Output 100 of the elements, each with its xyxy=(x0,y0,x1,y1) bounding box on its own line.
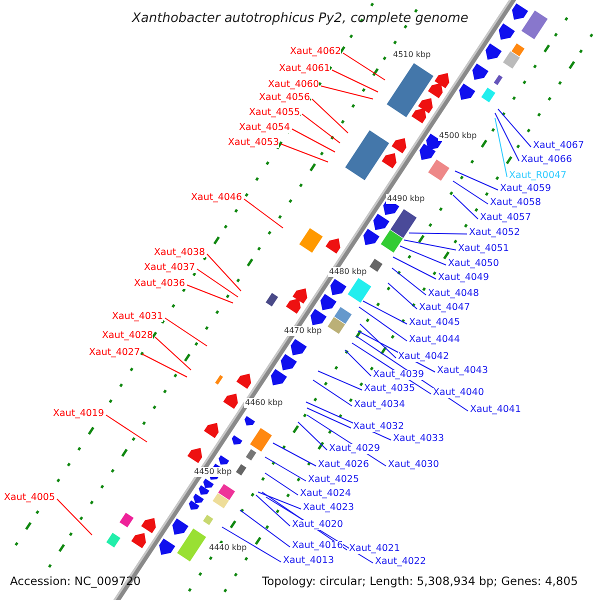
gene-label: Xaut_4043 xyxy=(437,366,488,376)
scale-label: 4470 kbp xyxy=(283,326,323,336)
leader-line xyxy=(452,194,478,220)
scale-label: 4490 kbp xyxy=(386,194,426,204)
leader-line xyxy=(240,510,290,548)
gene-label: Xaut_4059 xyxy=(500,184,552,194)
leader-line xyxy=(404,240,456,250)
leader-line xyxy=(400,246,446,266)
gene-label: Xaut_4019 xyxy=(53,409,104,418)
leader-line xyxy=(454,170,498,190)
leader-line xyxy=(142,354,188,378)
leader-line xyxy=(206,254,242,292)
gene-label: Xaut_4048 xyxy=(428,289,480,298)
leader-line xyxy=(408,232,468,234)
gene-label: Xaut_R0047 xyxy=(509,171,567,180)
leader-line xyxy=(318,370,362,390)
leader-line xyxy=(272,442,316,466)
leader-line xyxy=(344,350,372,376)
gene-label: Xaut_4024 xyxy=(300,489,352,498)
leader-line xyxy=(332,70,378,92)
leader-line xyxy=(312,380,352,406)
gene-label: Xaut_4040 xyxy=(433,388,484,398)
gene-label: Xaut_4029 xyxy=(329,444,380,454)
gene-label: Xaut_4026 xyxy=(318,460,370,470)
leader-line xyxy=(196,268,238,298)
accession-text: Accession: NC_009720 xyxy=(10,576,141,588)
leader-line xyxy=(362,300,408,324)
gene-label: Xaut_4050 xyxy=(448,259,500,268)
leader-line xyxy=(342,52,386,80)
leader-line xyxy=(494,112,520,162)
gene-label: Xaut_4035 xyxy=(364,384,416,394)
gene-label: Xaut_4051 xyxy=(458,244,510,254)
gene-label: Xaut_4062 xyxy=(290,47,342,56)
leader-line xyxy=(452,180,488,204)
leader-line xyxy=(306,408,352,428)
gene-label: Xaut_4030 xyxy=(388,460,440,470)
gene-label: Xaut_4039 xyxy=(373,370,424,380)
scale-label: 4450 kbp xyxy=(193,467,233,477)
gene-label: Xaut_4020 xyxy=(292,520,344,530)
leader-line xyxy=(280,144,328,162)
leader-line xyxy=(392,256,436,280)
leader-line xyxy=(264,472,298,496)
gene-label: Xaut_4023 xyxy=(303,503,354,512)
leader-line xyxy=(106,414,148,442)
leader-line xyxy=(494,118,508,178)
gene-label: Xaut_4038 xyxy=(154,248,206,258)
leader-line xyxy=(320,86,374,100)
gene-label: Xaut_4016 xyxy=(292,541,344,550)
gene-label: Xaut_4036 xyxy=(134,279,186,288)
leader-line xyxy=(258,492,302,510)
leader-line xyxy=(358,306,408,342)
gene-label: Xaut_4044 xyxy=(409,335,460,344)
gene-label: Xaut_4033 xyxy=(393,434,444,444)
leader-line xyxy=(498,108,532,148)
gene-label: Xaut_4060 xyxy=(268,80,320,90)
gene-label: Xaut_4047 xyxy=(419,303,470,312)
leader-line xyxy=(298,422,328,450)
gene-label: Xaut_4028 xyxy=(102,331,154,340)
gene-label: Xaut_4046 xyxy=(191,193,242,202)
leader-line xyxy=(244,198,284,228)
gene-label: Xaut_4005 xyxy=(4,493,56,502)
scale-label: 4440 kbp xyxy=(208,543,248,553)
gene-label: Xaut_4042 xyxy=(398,352,450,362)
leader-line xyxy=(186,284,234,304)
scale-label: 4510 kbp xyxy=(392,50,432,60)
gene-label: Xaut_4067 xyxy=(533,141,584,150)
gene-label: Xaut_4049 xyxy=(438,273,490,282)
gene-label: Xaut_4031 xyxy=(112,312,164,322)
gene-label: Xaut_4034 xyxy=(354,400,406,410)
genome-stats-text: Topology: circular; Length: 5,308,934 bp; Genes: 4,805 xyxy=(262,576,578,588)
leader-line xyxy=(388,282,418,310)
leader-line xyxy=(302,114,340,144)
gene-label: Xaut_4013 xyxy=(283,556,334,566)
gene-label: Xaut_4032 xyxy=(353,422,404,432)
gene-label: Xaut_4022 xyxy=(375,557,426,566)
gene-label: Xaut_4052 xyxy=(469,228,520,238)
scale-label: 4460 kbp xyxy=(244,398,284,408)
leader-line xyxy=(154,336,192,370)
leader-line xyxy=(256,494,290,526)
leader-line xyxy=(56,498,92,536)
gene-label: Xaut_4021 xyxy=(349,544,400,554)
leader-line xyxy=(360,324,396,358)
scale-label: 4480 kbp xyxy=(328,267,368,277)
gene-label: Xaut_4058 xyxy=(490,198,542,208)
gene-label: Xaut_4025 xyxy=(308,475,360,484)
leader-line xyxy=(292,128,336,152)
gene-label: Xaut_4055 xyxy=(249,108,300,118)
gene-label: Xaut_4056 xyxy=(259,93,310,102)
gene-label: Xaut_4045 xyxy=(409,318,460,328)
leader-line xyxy=(222,526,282,562)
leader-line xyxy=(264,456,306,482)
gene-label: Xaut_4027 xyxy=(89,348,140,358)
gene-label: Xaut_4053 xyxy=(228,138,280,148)
gene-label: Xaut_4054 xyxy=(239,123,290,132)
gene-label: Xaut_4057 xyxy=(480,213,532,222)
title: Xanthobacter autotrophicus Py2, complete genome xyxy=(132,12,468,24)
leader-line xyxy=(312,98,348,134)
leader-line xyxy=(392,268,426,296)
scale-label: 4500 kbp xyxy=(438,131,478,141)
gene-label: Xaut_4066 xyxy=(521,155,572,164)
